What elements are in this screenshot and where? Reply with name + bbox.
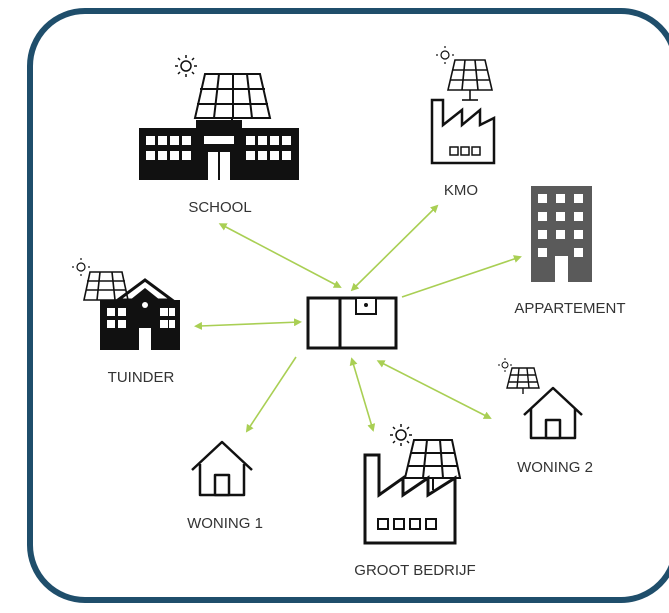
woning2-node: WONING 2 bbox=[498, 358, 593, 476]
arrow-woning1 bbox=[245, 356, 297, 433]
groot-bedrijf-label: GROOT BEDRIJF bbox=[354, 562, 475, 579]
solar-panel-icon bbox=[193, 73, 272, 128]
school-node: SCHOOL bbox=[139, 55, 299, 216]
arrow-appartement bbox=[401, 255, 522, 298]
woning1-node: WONING 1 bbox=[187, 440, 263, 532]
sun-icon bbox=[436, 46, 454, 64]
farmhouse-icon bbox=[100, 278, 180, 350]
solar-panel-icon bbox=[83, 271, 129, 301]
house-icon bbox=[191, 440, 253, 497]
house-icon bbox=[523, 386, 583, 440]
sun-icon bbox=[390, 424, 412, 446]
woning1-label: WONING 1 bbox=[187, 515, 263, 532]
sun-icon bbox=[72, 258, 90, 276]
school-label: SCHOOL bbox=[188, 199, 251, 216]
solar-panel-icon bbox=[506, 367, 540, 394]
school-building-icon bbox=[139, 120, 299, 180]
kmo-label: KMO bbox=[444, 182, 478, 199]
arrow-groot-bedrijf bbox=[349, 357, 376, 432]
tuinder-node: TUINDER bbox=[72, 258, 180, 386]
battery-cabinet-icon bbox=[306, 296, 398, 350]
solar-panel-icon bbox=[403, 439, 462, 490]
tuinder-label: TUINDER bbox=[108, 369, 175, 386]
arrow-school bbox=[218, 223, 342, 288]
factory-icon bbox=[363, 453, 457, 545]
sun-icon bbox=[498, 358, 512, 372]
apartment-building-icon bbox=[531, 186, 592, 282]
woning2-label: WONING 2 bbox=[517, 459, 593, 476]
kmo-node: KMO bbox=[430, 46, 496, 199]
arrows bbox=[194, 204, 522, 433]
groot-bedrijf-node: GROOT BEDRIJF bbox=[354, 424, 476, 579]
arrow-woning2 bbox=[376, 360, 492, 419]
solar-panel-icon bbox=[446, 59, 494, 101]
appartement-label: APPARTEMENT bbox=[514, 300, 625, 317]
sun-icon bbox=[175, 55, 197, 77]
appartement-node: APPARTEMENT bbox=[514, 186, 626, 317]
arrow-kmo bbox=[350, 204, 439, 292]
arrow-tuinder bbox=[194, 318, 302, 330]
factory-icon bbox=[430, 98, 496, 165]
